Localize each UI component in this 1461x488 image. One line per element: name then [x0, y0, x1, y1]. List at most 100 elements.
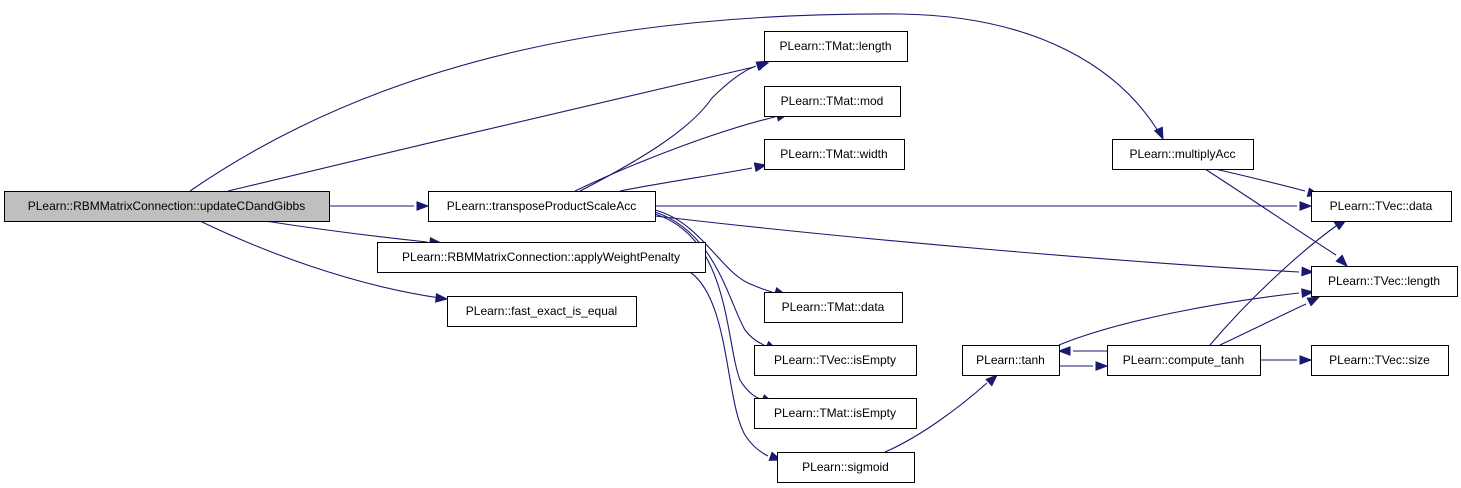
- edge-line: [654, 213, 761, 400]
- node-label: PLearn::TVec::isEmpty: [774, 353, 896, 367]
- node-box[interactable]: [1107, 345, 1261, 376]
- node-box[interactable]: [764, 86, 901, 117]
- node-tanh[interactable]: PLearn::tanh: [962, 345, 1060, 376]
- node-box[interactable]: [377, 242, 706, 273]
- edge-multiplyAcc-to-tvec_length: [1204, 168, 1348, 267]
- node-label: PLearn::transposeProductScaleAcc: [447, 199, 636, 213]
- edge-line: [574, 116, 776, 192]
- node-label: PLearn::tanh: [976, 353, 1045, 367]
- node-compute_tanh[interactable]: PLearn::compute_tanh: [1107, 345, 1261, 376]
- edge-arrow-head: [1301, 266, 1315, 277]
- edge-tanh-to-compute_tanh: [1059, 361, 1109, 371]
- edge-sigmoid-to-tanh: [884, 374, 999, 453]
- edge-arrow-head: [985, 374, 999, 387]
- edge-updateCDandGibbs-to-multiplyAcc: [189, 13, 1164, 192]
- edge-line: [654, 211, 765, 346]
- edge-line: [189, 13, 1159, 192]
- edge-compute_tanh-to-tanh: [1057, 346, 1107, 356]
- node-box[interactable]: [777, 452, 915, 483]
- node-tmat_data[interactable]: PLearn::TMat::data: [764, 292, 903, 323]
- node-label: PLearn::TMat::width: [780, 147, 887, 161]
- node-label: PLearn::TVec::length: [1328, 274, 1440, 288]
- edge-compute_tanh-to-tvec_length: [1219, 296, 1321, 346]
- node-box[interactable]: [754, 345, 917, 376]
- node-box[interactable]: [1311, 266, 1458, 297]
- edge-arrow-head: [1095, 361, 1109, 371]
- edge-line: [264, 220, 428, 243]
- node-updateCDandGibbs[interactable]: PLearn::RBMMatrixConnection::updateCDand…: [4, 191, 330, 222]
- edge-transposeProductScaleAcc-to-tmat_length: [579, 60, 770, 192]
- node-tvec_data[interactable]: PLearn::TVec::data: [1311, 191, 1452, 222]
- edge-compute_tanh-to-tvec_size: [1260, 355, 1313, 365]
- edge-line: [227, 66, 755, 192]
- node-applyWeightPenalty[interactable]: PLearn::RBMMatrixConnection::applyWeight…: [377, 242, 706, 273]
- node-tmat_isEmpty[interactable]: PLearn::TMat::isEmpty: [754, 398, 917, 429]
- edge-line: [579, 65, 757, 192]
- node-label: PLearn::TMat::isEmpty: [774, 406, 896, 420]
- node-box[interactable]: [764, 139, 905, 170]
- node-tmat_width[interactable]: PLearn::TMat::width: [764, 139, 905, 170]
- node-transposeProductScaleAcc[interactable]: PLearn::transposeProductScaleAcc: [428, 191, 656, 222]
- node-label: PLearn::sigmoid: [802, 460, 889, 474]
- node-sigmoid[interactable]: PLearn::sigmoid: [777, 452, 915, 483]
- edge-arrow-head: [1153, 126, 1164, 141]
- edge-arrow-head: [1057, 346, 1071, 356]
- node-label: PLearn::RBMMatrixConnection::updateCDand…: [28, 199, 305, 213]
- edge-line: [1219, 303, 1307, 346]
- node-box[interactable]: [1112, 139, 1254, 170]
- edge-line: [654, 215, 1300, 273]
- edge-line: [1204, 168, 1337, 256]
- edge-line: [199, 220, 441, 299]
- node-label: PLearn::RBMMatrixConnection::applyWeight…: [402, 250, 680, 264]
- node-tmat_length[interactable]: PLearn::TMat::length: [764, 31, 908, 62]
- edge-updateCDandGibbs-to-fast_exact_is_equal: [199, 220, 449, 303]
- edge-line: [619, 167, 753, 192]
- edge-multiplyAcc-to-tvec_data: [1214, 168, 1321, 197]
- edge-transposeProductScaleAcc-to-tvec_data: [655, 201, 1313, 211]
- edge-arrow-head: [753, 162, 768, 173]
- edge-transposeProductScaleAcc-to-tvec_length: [654, 215, 1315, 277]
- edge-arrow-head: [1301, 288, 1315, 299]
- node-label: PLearn::fast_exact_is_equal: [466, 304, 617, 318]
- node-tvec_size[interactable]: PLearn::TVec::size: [1311, 345, 1449, 376]
- edge-tanh-to-tvec_length: [1058, 288, 1315, 346]
- nodes-layer: PLearn::RBMMatrixConnection::updateCDand…: [4, 31, 1458, 483]
- edge-transposeProductScaleAcc-to-tvec_isEmpty: [654, 211, 779, 351]
- edge-updateCDandGibbs-to-tmat_length: [227, 61, 770, 192]
- edge-updateCDandGibbs-to-transposeProductScaleAcc: [329, 201, 430, 211]
- node-label: PLearn::TMat::mod: [781, 94, 884, 108]
- edges-layer: [189, 13, 1348, 461]
- node-tmat_mod[interactable]: PLearn::TMat::mod: [764, 86, 901, 117]
- edge-line: [884, 382, 988, 453]
- edge-arrow-head: [1306, 296, 1321, 307]
- edge-line: [1214, 168, 1306, 192]
- node-multiplyAcc[interactable]: PLearn::multiplyAcc: [1112, 139, 1254, 170]
- edge-arrow-head: [1299, 355, 1313, 365]
- node-fast_exact_is_equal[interactable]: PLearn::fast_exact_is_equal: [447, 296, 637, 327]
- edge-line: [1058, 292, 1300, 346]
- edge-arrow-head: [1335, 254, 1348, 267]
- edge-line: [654, 209, 773, 293]
- node-box[interactable]: [428, 191, 656, 222]
- node-box[interactable]: [764, 292, 903, 323]
- node-box[interactable]: [447, 296, 637, 327]
- node-box[interactable]: [754, 398, 917, 429]
- node-label: PLearn::TVec::size: [1329, 353, 1430, 367]
- edge-arrow-head: [435, 292, 449, 303]
- node-label: PLearn::compute_tanh: [1123, 353, 1244, 367]
- edge-arrow-head: [1299, 201, 1313, 211]
- edge-line: [1209, 225, 1337, 346]
- node-box[interactable]: [962, 345, 1060, 376]
- node-box[interactable]: [4, 191, 330, 222]
- edge-transposeProductScaleAcc-to-tmat_mod: [574, 112, 790, 192]
- edge-arrow-head: [755, 60, 770, 71]
- edge-transposeProductScaleAcc-to-tmat_width: [619, 162, 768, 192]
- node-tvec_length[interactable]: PLearn::TVec::length: [1311, 266, 1458, 297]
- node-box[interactable]: [1311, 191, 1452, 222]
- node-tvec_isEmpty[interactable]: PLearn::TVec::isEmpty: [754, 345, 917, 376]
- node-label: PLearn::TVec::data: [1330, 199, 1433, 213]
- node-label: PLearn::multiplyAcc: [1129, 147, 1235, 161]
- node-box[interactable]: [764, 31, 908, 62]
- node-label: PLearn::TMat::data: [782, 300, 885, 314]
- node-box[interactable]: [1311, 345, 1449, 376]
